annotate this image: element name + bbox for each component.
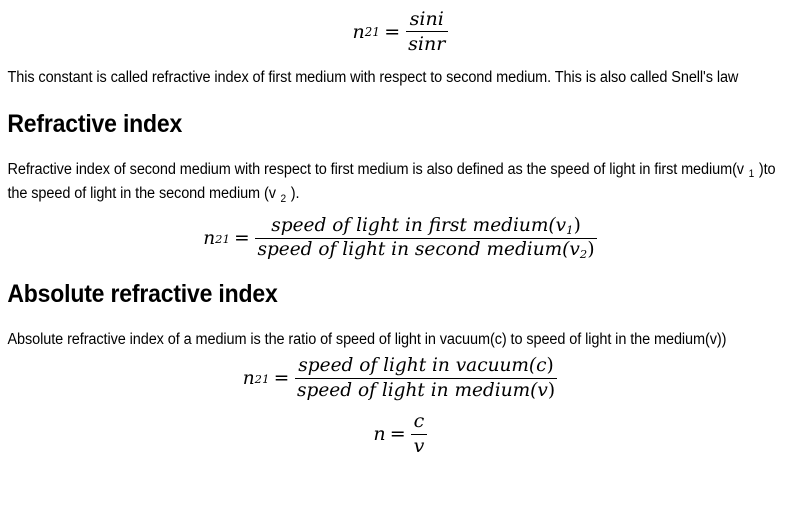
- formula-n-c-v-numerator: c: [413, 410, 425, 433]
- paragraph-refractive-index-definition: Refractive index of second medium with r…: [0, 160, 800, 209]
- paragraph-ri-subscript-2: 2: [280, 192, 287, 205]
- formula-n-c-v-equals: =: [389, 423, 406, 446]
- formula-absolute-denominator-close: ): [547, 379, 556, 401]
- formula-snell-denominator: sinr: [405, 31, 448, 55]
- paragraph-snell-note: This constant is called refractive index…: [7, 69, 739, 87]
- formula-absolute-denominator-var: v: [537, 379, 548, 401]
- formula-speed-ratio-numerator-var: v: [555, 214, 567, 236]
- paragraph-ri-part-3: ).: [290, 185, 300, 203]
- formula-snell-numerator: sini: [409, 8, 444, 30]
- formula-snell-lhs-subscript: 21: [364, 25, 381, 40]
- formula-speed-ratio-numerator-close: ): [573, 214, 581, 236]
- formula-speed-ratio-equals: =: [234, 228, 250, 249]
- formula-absolute-numerator-close: ): [546, 355, 554, 377]
- formula-absolute-numerator-text: speed of light in vacuum(: [298, 355, 537, 377]
- formula-speed-ratio-denominator-var-sub: 2: [579, 247, 588, 262]
- heading-absolute-refractive-index: Absolute refractive index: [7, 280, 278, 309]
- formula-absolute-lhs: n: [242, 368, 255, 390]
- formula-absolute-numerator-var: c: [536, 355, 547, 377]
- formula-speed-ratio-denominator-var: v: [569, 239, 580, 261]
- formula-n-c-v-lhs: n: [373, 423, 386, 446]
- paragraph-ri-part-1: Refractive index of second medium with r…: [7, 161, 744, 179]
- formula-snell-fraction: sini sinr: [405, 8, 448, 55]
- formula-speed-ratio-denominator: speed of light in second medium(v2): [255, 237, 597, 262]
- formula-absolute-denominator-text: speed of light in medium(: [297, 379, 538, 401]
- formula-speed-ratio-denominator-close: ): [587, 239, 595, 261]
- formula-n-c-v-fraction: c v: [411, 410, 427, 458]
- formula-speed-ratio-numerator-text: speed of light in first medium(: [271, 214, 556, 236]
- formula-speed-ratio-numerator-var-sub: 1: [566, 222, 574, 237]
- formula-absolute-denominator: speed of light in medium(v): [294, 378, 558, 401]
- formula-absolute-fraction: speed of light in vacuum(c) speed of lig…: [294, 355, 558, 401]
- formula-absolute-lhs-subscript: 21: [254, 371, 270, 386]
- formula-speed-ratio-numerator: speed of light in first medium(v1): [269, 214, 583, 238]
- formula-absolute-equals: =: [273, 368, 290, 390]
- formula-n-c-v-denominator: v: [411, 433, 427, 458]
- paragraph-ri-part-2: )to the speed of light in the second med…: [7, 161, 776, 203]
- formula-speed-ratio-lhs: n: [203, 228, 216, 249]
- formula-n-equals-c-over-v: n = c v: [0, 401, 800, 457]
- formula-snell-equals: =: [384, 21, 401, 44]
- paragraph-absolute-definition: Absolute refractive index of a medium is…: [7, 331, 727, 349]
- formula-absolute-numerator: speed of light in vacuum(c): [296, 355, 556, 378]
- formula-speed-ratio-fraction: speed of light in first medium(v1) speed…: [255, 214, 597, 262]
- paragraph-ri-subscript-1: 1: [748, 168, 755, 181]
- heading-refractive-index: Refractive index: [7, 110, 183, 139]
- formula-speed-ratio-denominator-text: speed of light in second medium(: [257, 239, 570, 261]
- formula-n-c-v-expression: n = c v: [373, 410, 427, 458]
- formula-snell-lhs: n: [352, 21, 365, 44]
- formula-speed-ratio-lhs-subscript: 21: [215, 231, 231, 246]
